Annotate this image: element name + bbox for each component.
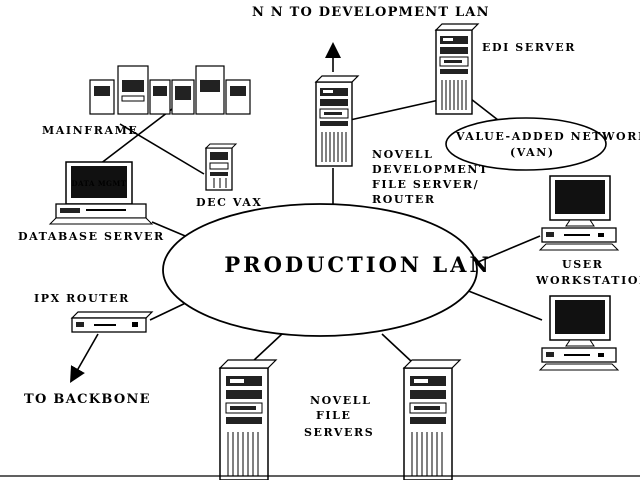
link-lan-fileserver2 [381, 333, 413, 363]
workstation-icon-1 [539, 175, 619, 251]
arrow-to-backbone [70, 333, 99, 383]
novell-file-server-icon-2 [403, 359, 461, 480]
production-lan-ellipse [162, 203, 478, 337]
production-lan-title: PRODUCTION LAN [224, 252, 491, 277]
novell-dev-server-icon [315, 75, 359, 167]
novell-fs-label-1: NOVELL [310, 394, 371, 407]
van-label-1: VALUE-ADDED NETWORK [455, 130, 640, 143]
workstation-icon-2 [539, 295, 619, 371]
mainframe-icon [89, 65, 251, 115]
to-backbone-label: TO BACKBONE [24, 392, 151, 407]
novell-dev-label-4: ROUTER [372, 193, 436, 206]
mainframe-label: MAINFRAME [42, 124, 138, 137]
ipx-router-label: IPX ROUTER [34, 292, 130, 305]
novell-dev-label-1: NOVELL [372, 148, 433, 161]
to-development-lan-label: N N TO DEVELOPMENT LAN [252, 5, 490, 20]
database-screen-text: DATA MGMT [72, 179, 127, 188]
edi-server-icon [435, 23, 479, 115]
user-workstation-label-1: USER [562, 258, 603, 271]
novell-fs-label-3: SERVERS [304, 426, 374, 439]
novell-dev-label-3: FILE SERVER/ [372, 178, 479, 191]
user-workstation-label-2: WORKSTATION [535, 274, 640, 287]
link-lan-workstation1 [477, 235, 541, 263]
edi-server-label: EDI SERVER [482, 41, 576, 54]
router-icon [70, 311, 154, 333]
dec-vax-label: DEC VAX [196, 196, 262, 209]
link-mainframe-decvax [119, 123, 205, 175]
link-devserver-edi [349, 97, 449, 121]
van-ellipse [445, 117, 607, 171]
van-label-2: (VAN) [510, 146, 555, 159]
database-server-icon: DATA MGMT [48, 161, 154, 225]
link-lan-workstation2 [465, 289, 543, 321]
novell-dev-label-2: DEVELOPMENT [372, 163, 489, 176]
dec-vax-icon [204, 143, 238, 191]
link-database-lan [151, 221, 191, 239]
database-server-label: DATABASE SERVER [18, 230, 165, 243]
novell-file-server-icon-1 [219, 359, 277, 480]
novell-fs-label-2: FILE [316, 409, 351, 422]
link-lan-fileserver1 [251, 333, 283, 363]
